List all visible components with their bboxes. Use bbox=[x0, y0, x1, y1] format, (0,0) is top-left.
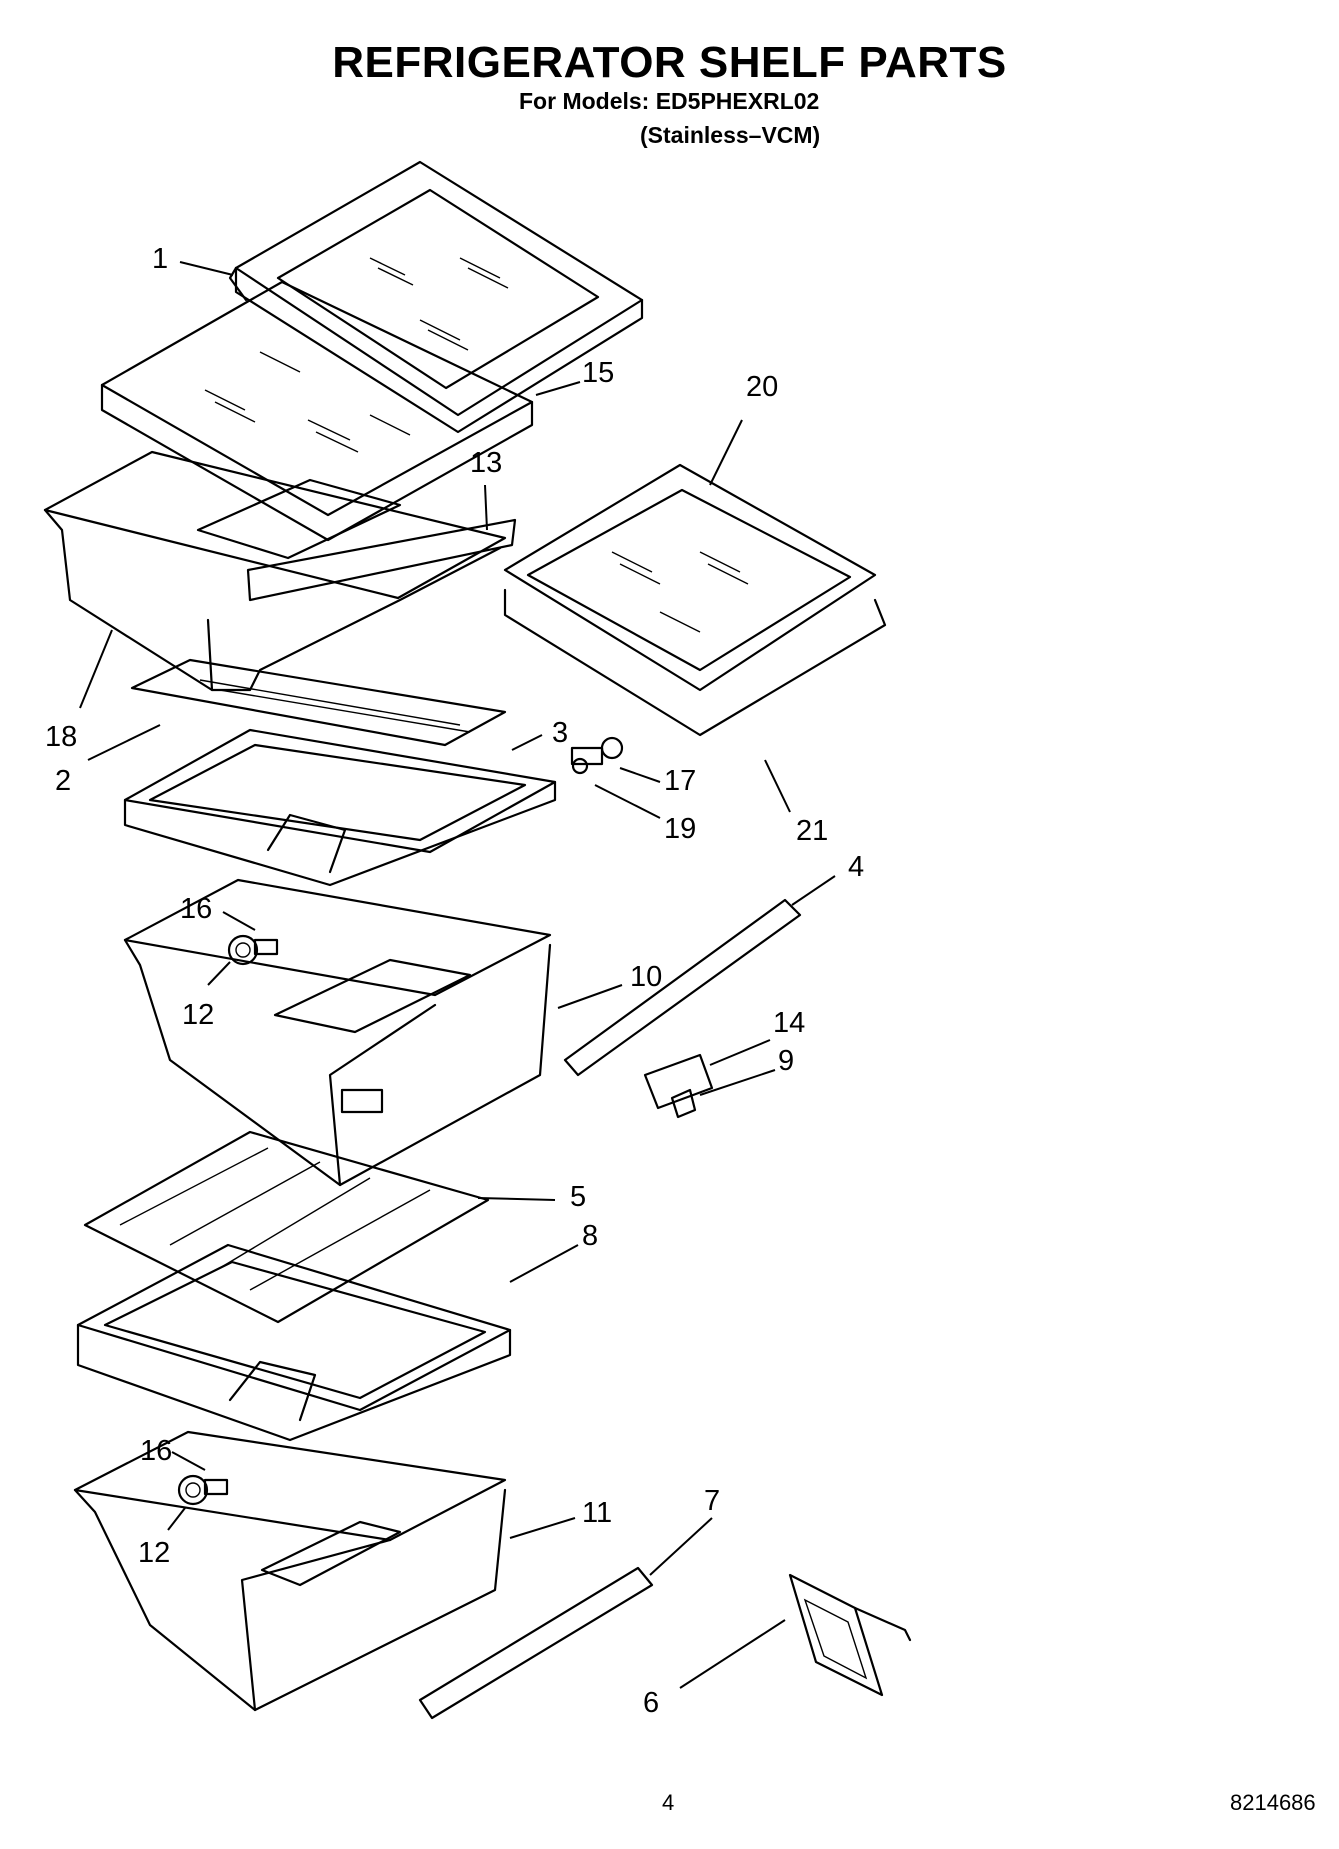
callout-7: 7 bbox=[704, 1485, 720, 1517]
part-12-16-lower-knob bbox=[177, 1474, 229, 1506]
callout-3: 3 bbox=[552, 717, 568, 749]
document-number: 8214686 bbox=[1230, 1790, 1316, 1815]
part-14-9-clips bbox=[643, 1053, 714, 1119]
page-title: REFRIGERATOR SHELF PARTS bbox=[332, 38, 1007, 87]
callout-21: 21 bbox=[796, 815, 828, 847]
models-line: For Models: ED5PHEXRL02 bbox=[519, 88, 820, 114]
callout-17: 17 bbox=[664, 765, 696, 797]
part-11-bottom-crisper-pan bbox=[73, 1430, 507, 1712]
part-7-bottom-rod bbox=[418, 1566, 654, 1720]
callout-leaders bbox=[79, 261, 836, 1689]
callout-6: 6 bbox=[643, 1687, 659, 1719]
part-1-top-shelf bbox=[228, 160, 644, 434]
callout-12a: 12 bbox=[182, 999, 214, 1031]
callout-15: 15 bbox=[582, 357, 614, 389]
callout-2: 2 bbox=[55, 765, 71, 797]
callout-16a: 16 bbox=[180, 893, 212, 925]
part-17-19-knob bbox=[570, 736, 624, 775]
callout-18: 18 bbox=[45, 721, 77, 753]
callout-20: 20 bbox=[746, 371, 778, 403]
part-12-16-upper-knob bbox=[227, 934, 279, 966]
callout-11: 11 bbox=[582, 1497, 612, 1529]
part-4-rod bbox=[563, 898, 802, 1077]
part-5-lower-grille-shelf bbox=[83, 1130, 490, 1324]
callout-8: 8 bbox=[582, 1220, 598, 1252]
callout-5: 5 bbox=[570, 1181, 586, 1213]
callout-12b: 12 bbox=[138, 1537, 170, 1569]
callout-10: 10 bbox=[630, 961, 662, 993]
part-8-lower-cover-frame bbox=[76, 1243, 512, 1442]
callout-labels: 1 15 20 13 18 2 3 17 19 21 4 16 12 10 14… bbox=[45, 243, 864, 1719]
callout-19: 19 bbox=[664, 813, 696, 845]
callout-14: 14 bbox=[773, 1007, 805, 1039]
part-10-lower-crisper-pan bbox=[123, 878, 552, 1187]
part-6-bracket bbox=[788, 1573, 912, 1697]
callout-4: 4 bbox=[848, 851, 864, 883]
page-number: 4 bbox=[662, 1790, 675, 1815]
variant-line: (Stainless–VCM) bbox=[640, 122, 821, 148]
callout-9: 9 bbox=[778, 1045, 794, 1077]
part-2-grille-insert bbox=[130, 658, 507, 747]
callout-16b: 16 bbox=[140, 1435, 172, 1467]
part-3-pan-cover-frame bbox=[123, 728, 557, 887]
callout-1: 1 bbox=[152, 243, 168, 275]
callout-13: 13 bbox=[470, 447, 502, 479]
part-18-upper-crisper-pan bbox=[43, 450, 517, 692]
part-20-right-glass-shelf bbox=[503, 463, 887, 737]
